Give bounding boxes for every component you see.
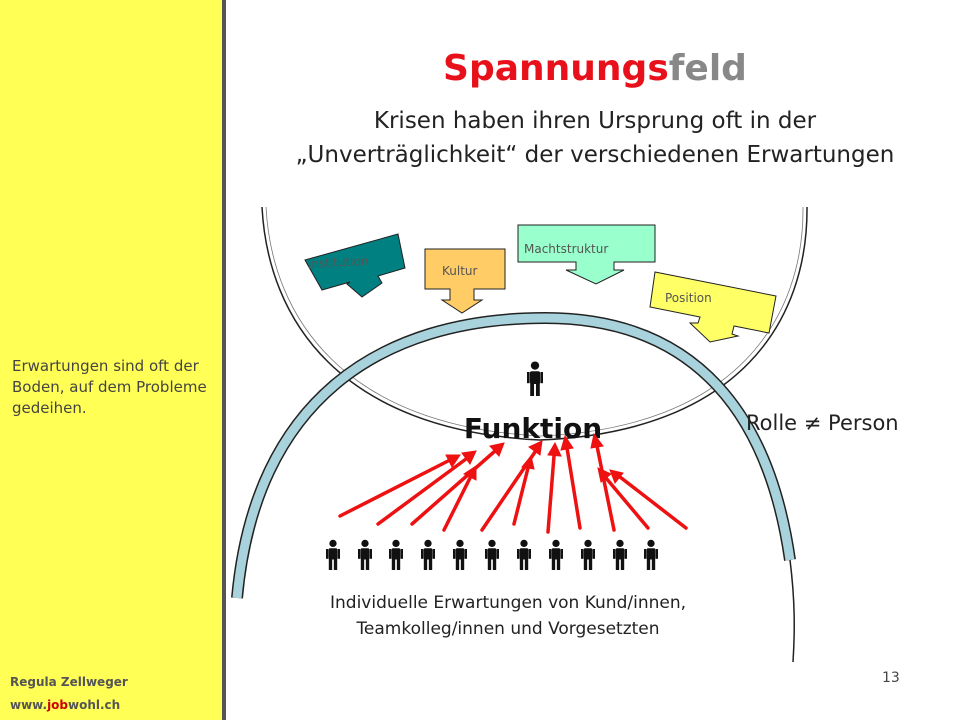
person-icon [549, 539, 563, 570]
website-highlight: job [47, 698, 69, 712]
expectation-arrows [338, 432, 688, 534]
machtstruktur-label: Machtstruktur [524, 242, 608, 256]
subtitle-line-2: „Unverträglichkeit“ der verschiedenen Er… [295, 142, 895, 168]
person-icon [581, 539, 595, 570]
upper-bowl-shadow [265, 206, 804, 437]
website-prefix: www. [10, 698, 48, 712]
title-part-2: feld [668, 48, 747, 89]
page-title: Spannungsfeld [230, 48, 960, 89]
author-name: Regula Zellweger [10, 675, 128, 689]
lower-arc-fill [232, 313, 795, 599]
arrow-11 [609, 469, 688, 530]
page-number: 13 [882, 670, 900, 686]
subtitle: Krisen haben ihren Ursprung oft in der „… [230, 104, 960, 172]
arrow-10 [597, 467, 650, 530]
upper-bowl-curve [261, 206, 808, 441]
arrow-6 [512, 454, 535, 526]
lower-arc [231, 311, 796, 599]
website-suffix: wohl.ch [68, 698, 121, 712]
arrow-2 [376, 450, 477, 526]
institution-label: Institution [307, 254, 368, 271]
position-label: Position [665, 291, 712, 305]
institution-callout: Institution [304, 233, 406, 298]
person-icon [453, 539, 467, 570]
arrow-8 [560, 434, 582, 530]
bottom-caption-line-2: Teamkolleg/innen und Vorgesetzten [355, 619, 659, 639]
arrow-9 [590, 432, 616, 532]
kultur-callout: Kultur [424, 248, 506, 314]
machtstruktur-callout: Machtstruktur [517, 224, 656, 285]
person-icon [326, 539, 340, 570]
funktion-label: Funktion [464, 412, 602, 445]
person-icon [517, 539, 531, 570]
arrow-7 [546, 441, 562, 534]
kultur-label: Kultur [442, 264, 478, 278]
person-icon [358, 539, 372, 570]
person-icon [644, 539, 658, 570]
arrow-4 [442, 465, 477, 532]
arrow-1 [338, 454, 461, 518]
person-icon [389, 539, 403, 570]
person-icon [613, 539, 627, 570]
people-row [326, 539, 658, 570]
subtitle-line-1: Krisen haben ihren Ursprung oft in der [373, 108, 817, 134]
position-callout: Position [649, 271, 777, 343]
arrow-3 [410, 442, 505, 526]
title-part-1: Spannungs [443, 48, 669, 89]
person-icon [485, 539, 499, 570]
person-icon [421, 539, 435, 570]
bottom-right-line [789, 559, 795, 663]
central-person-icon [527, 361, 543, 396]
sidebar: Erwartungen sind oft der Boden, auf dem … [0, 0, 226, 720]
bottom-caption-line-1: Individuelle Erwartungen von Kund/innen, [330, 593, 686, 613]
website-link[interactable]: www.jobwohl.ch [10, 698, 120, 712]
rolle-person-label: Rolle ≠ Person [746, 411, 899, 435]
sidebar-note: Erwartungen sind oft der Boden, auf dem … [12, 357, 207, 417]
